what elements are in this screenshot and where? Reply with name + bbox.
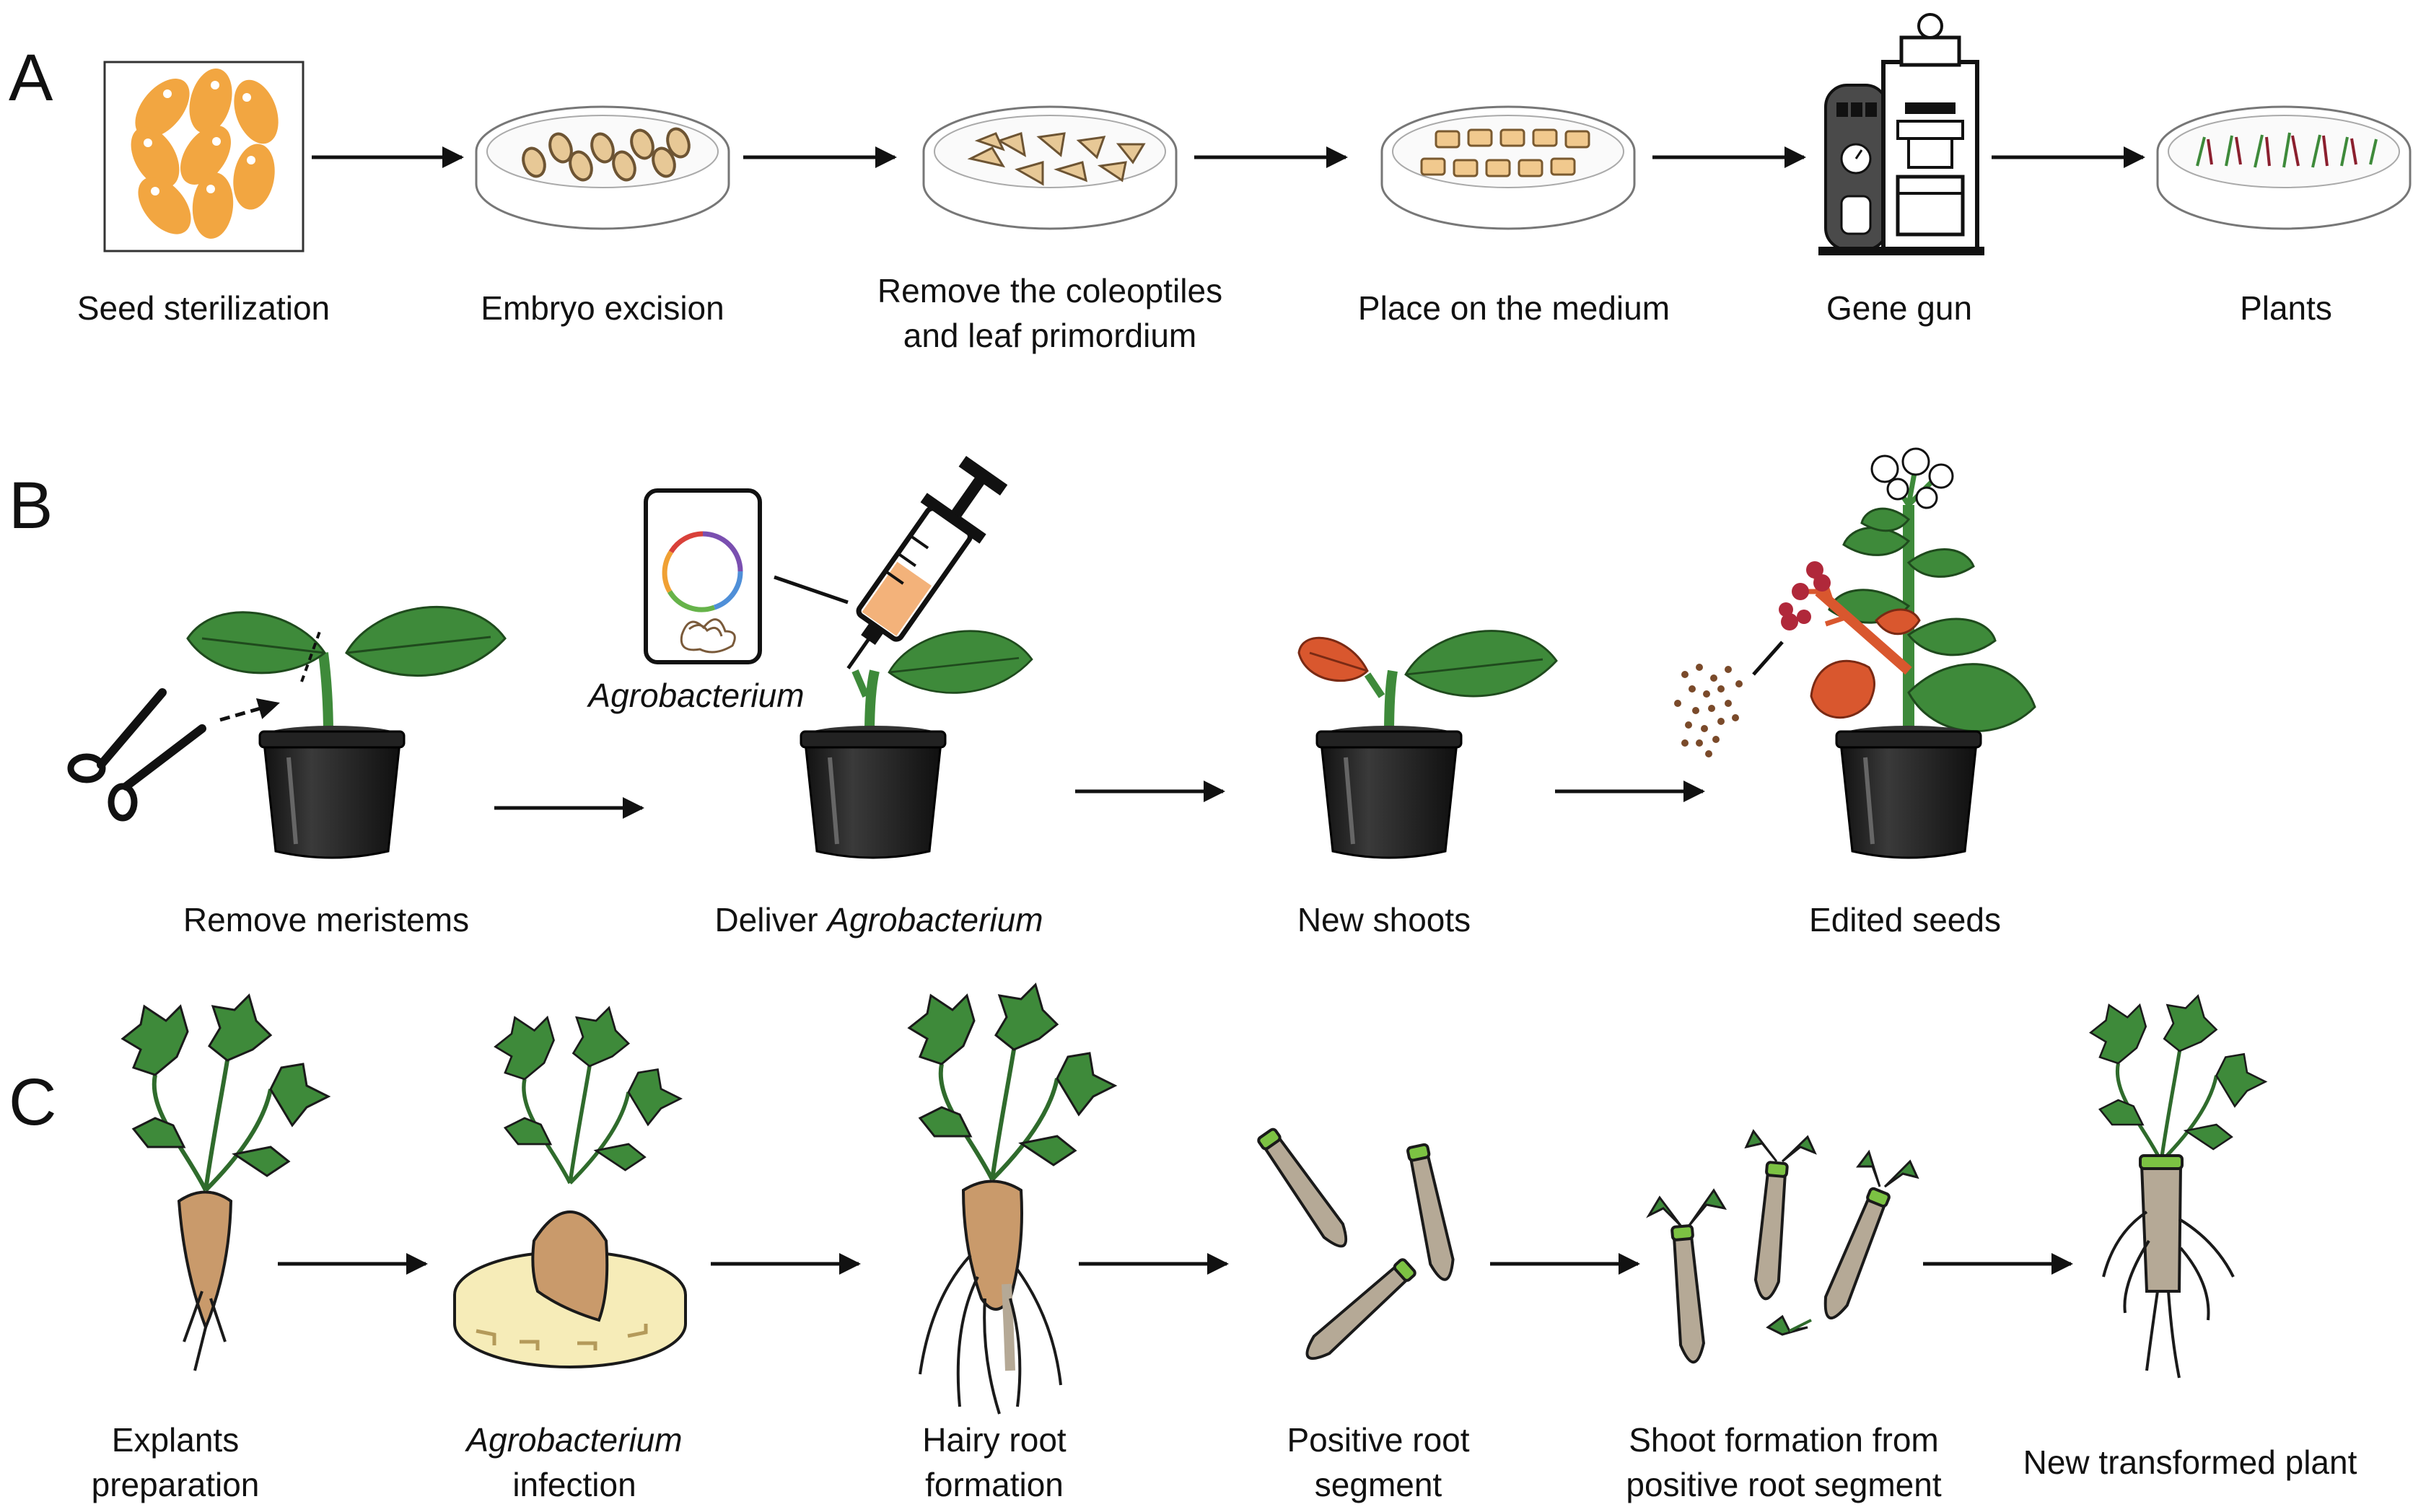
step-label: Explants preparation [92, 1418, 260, 1507]
step-label-line: Agrobacterium [466, 1421, 683, 1459]
explants-carrot [123, 995, 328, 1371]
agrobacterium-card [644, 488, 762, 664]
medium-placement-dish [1380, 105, 1636, 230]
step-label-line: and leaf primordium [903, 317, 1197, 354]
syringe-icon [846, 455, 1008, 669]
panel-a-letter: A [9, 41, 53, 115]
deliver-agrobacterium-plant [801, 630, 1033, 858]
step-label-line: Positive root [1287, 1421, 1470, 1459]
step-label: New shoots [1297, 901, 1471, 939]
embryo-excision-dish [475, 105, 730, 230]
panel-b-letter: B [9, 469, 53, 542]
step-label: Remove meristems [183, 901, 470, 939]
plants-dish [2156, 105, 2412, 230]
step-label-line: preparation [91, 1466, 260, 1503]
step-label-line: Hairy root [922, 1421, 1067, 1459]
scissors-icon [67, 688, 206, 822]
step-label-plain: Deliver [714, 901, 828, 939]
edited-seeds-plant [1779, 447, 2036, 858]
panel-c-letter: C [9, 1065, 57, 1139]
step-label-line: positive root segment [1626, 1466, 1942, 1503]
panel-c [123, 985, 2266, 1415]
remove-meristems-plant [186, 605, 507, 858]
step-label: Shoot formation from positive root segme… [1626, 1418, 1941, 1507]
panel-a [103, 13, 2412, 255]
step-label: Agrobacterium infection [466, 1418, 682, 1507]
seed-sterilization-illustration [103, 61, 305, 252]
step-label: Place on the medium [1357, 289, 1670, 327]
step-label: Remove the coleoptiles and leaf primordi… [877, 268, 1222, 358]
shoot-formation-segments [1646, 1129, 1919, 1365]
step-label-line: formation [925, 1466, 1064, 1503]
step-label-line: Shoot formation from [1629, 1421, 1939, 1459]
panel-b: Agrobacterium [67, 447, 2036, 858]
step-label: Hairy root formation [922, 1418, 1066, 1507]
agrobacterium-annotation: Agrobacterium [586, 677, 804, 714]
positive-root-segments [1254, 1125, 1458, 1367]
step-label: New transformed plant [2023, 1443, 2357, 1481]
step-label-line: segment [1314, 1466, 1442, 1503]
step-label: Embryo excision [481, 289, 724, 327]
step-label: Positive root segment [1287, 1418, 1469, 1507]
step-label: Deliver Agrobacterium [714, 897, 1043, 942]
step-label-line: Explants [111, 1421, 240, 1459]
new-transformed-plant [2090, 996, 2265, 1379]
coleoptile-removal-dish [922, 105, 1178, 230]
edited-seeds-dots [1674, 664, 1743, 757]
step-label-line: infection [512, 1466, 636, 1503]
step-label-line: Remove the coleoptiles [877, 272, 1223, 309]
step-label: Seed sterilization [76, 289, 330, 327]
step-label: Plants [2240, 289, 2332, 327]
step-label: Gene gun [1826, 289, 1973, 327]
new-shoots-plant [1297, 630, 1558, 858]
agrobacterium-infection-dish [453, 1008, 687, 1368]
step-label: Edited seeds [1809, 901, 2001, 939]
hairy-root-carrot [909, 985, 1115, 1415]
gene-gun-illustration [1818, 13, 1984, 255]
step-label-italic: Agrobacterium [827, 901, 1043, 939]
